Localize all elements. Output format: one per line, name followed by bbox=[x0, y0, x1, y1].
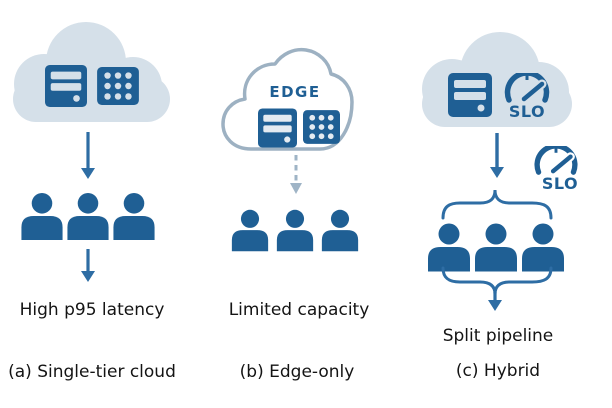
user-icon bbox=[231, 209, 269, 252]
users-group-a bbox=[21, 193, 155, 240]
app-grid-icon bbox=[303, 110, 340, 144]
user-icon bbox=[428, 223, 470, 272]
edge-cloud-label: EDGE bbox=[269, 83, 321, 101]
app-grid-icon bbox=[97, 67, 139, 105]
gauge-icon bbox=[537, 146, 575, 172]
user-icon bbox=[113, 193, 155, 240]
issue-label-c: Split pipeline bbox=[442, 326, 554, 346]
slo-gauge-label: SLO bbox=[541, 174, 579, 193]
slo-cloud-label: SLO bbox=[508, 102, 546, 121]
arrow-users-to-label-a bbox=[81, 249, 95, 282]
server-icon bbox=[258, 108, 297, 148]
user-icon bbox=[321, 209, 359, 252]
split-bracket-top bbox=[441, 189, 553, 220]
server-icon bbox=[45, 65, 87, 107]
user-icon bbox=[522, 223, 564, 272]
caption-c: (c) Hybrid bbox=[455, 361, 541, 381]
cloud-a bbox=[13, 22, 170, 122]
arrow-cloud-to-users-a bbox=[81, 132, 95, 179]
arrow-cloud-to-split-c bbox=[490, 133, 504, 178]
user-icon bbox=[21, 193, 63, 240]
arrow-cloud-to-users-b bbox=[290, 155, 302, 194]
user-icon bbox=[475, 223, 517, 272]
caption-b: (b) Edge-only bbox=[239, 362, 355, 382]
users-group-c bbox=[428, 223, 564, 272]
issue-label-a: High p95 latency bbox=[19, 300, 165, 320]
user-icon bbox=[276, 209, 314, 252]
caption-a: (a) Single-tier cloud bbox=[8, 362, 176, 382]
issue-label-b: Limited capacity bbox=[228, 300, 370, 320]
server-icon bbox=[448, 73, 492, 117]
user-icon bbox=[67, 193, 109, 240]
users-group-b bbox=[231, 209, 359, 252]
merge-bracket-bottom bbox=[441, 266, 553, 311]
